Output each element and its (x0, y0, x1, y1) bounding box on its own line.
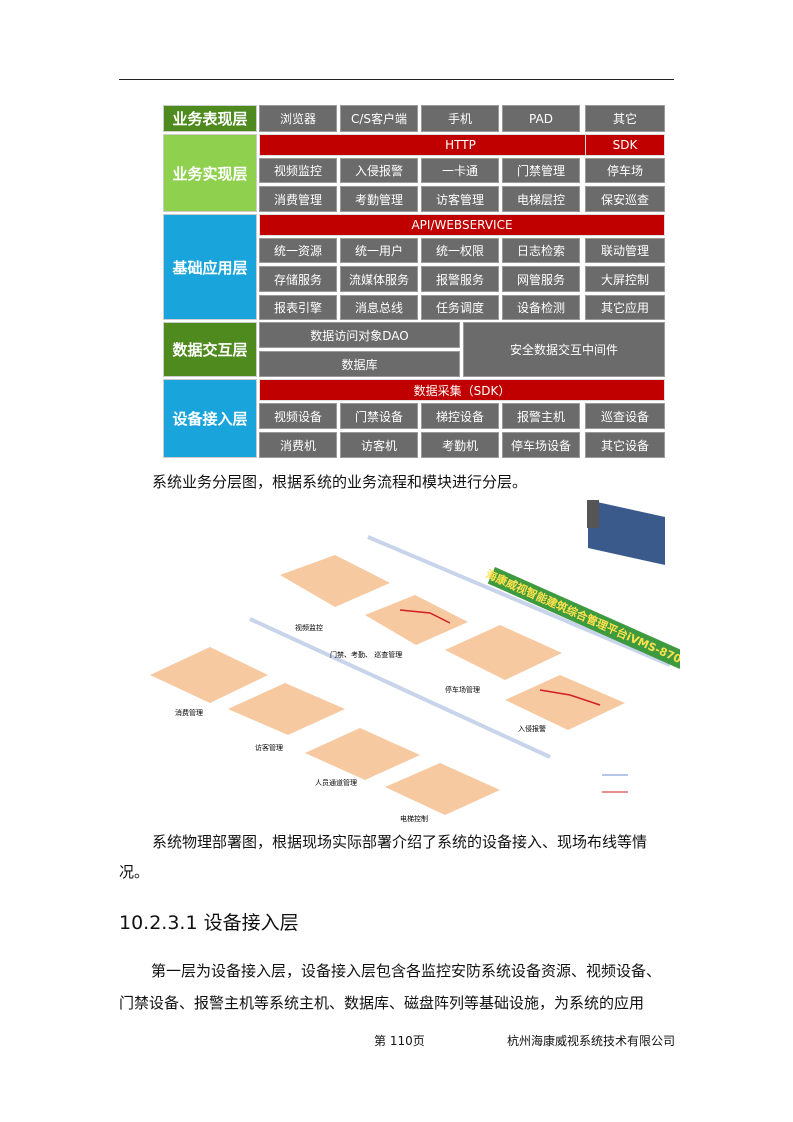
zone-elevator (385, 763, 500, 815)
zone-visitor (228, 683, 345, 735)
access-cell: 视频设备 (259, 403, 337, 429)
paragraph-line1: 第一层为设备接入层，设备接入层包含各监控安防系统设备资源、视频设备、 (151, 962, 662, 980)
foundation-cell: 任务调度 (421, 295, 499, 320)
access-cell: 消费机 (259, 432, 337, 458)
implementation-cell: 入侵报警 (340, 158, 418, 183)
presentation-cell: PAD (502, 105, 580, 132)
dao-cell: 数据访问对象DAO (259, 322, 460, 348)
foundation-cell: 设备检测 (502, 295, 580, 320)
zone-label: 消费管理 (175, 708, 203, 717)
implementation-cell: 电梯层控 (502, 186, 580, 212)
foundation-cell: 统一权限 (421, 238, 499, 263)
foundation-cell: 报警服务 (421, 266, 499, 292)
caption-deploy-line1: 系统物理部署图，根据现场实际部署介绍了系统的设备接入、现场布线等情 (152, 833, 648, 851)
presentation-cell: 其它 (585, 105, 665, 132)
implementation-cell: 门禁管理 (502, 158, 580, 183)
zone-label: 访客管理 (255, 743, 283, 752)
api-bar: API/WEBSERVICE (259, 214, 665, 236)
implementation-cell: 视频监控 (259, 158, 337, 183)
foundation-cell: 网管服务 (502, 266, 580, 292)
implementation-cell: 保安巡查 (585, 186, 665, 212)
access-cell: 梯控设备 (421, 403, 499, 429)
zone-label: 入侵报警 (518, 724, 546, 733)
foundation-cell: 报表引擎 (259, 295, 337, 320)
zone-label: 人员通道管理 (315, 778, 357, 787)
presentation-cell: 手机 (421, 105, 499, 132)
caption-deploy-line2: 况。 (119, 863, 150, 881)
footer-company: 杭州海康威视系统技术有限公司 (507, 1034, 676, 1048)
layer-label: 业务表现层 (163, 105, 257, 132)
zone-video (280, 555, 390, 607)
access-cell: 报警主机 (502, 403, 580, 429)
section-heading: 10.2.3.1 设备接入层 (119, 912, 299, 934)
layer-label: 设备接入层 (163, 379, 257, 458)
zone-label: 电梯控制 (400, 814, 428, 823)
caption-layers: 系统业务分层图，根据系统的业务流程和模块进行分层。 (152, 473, 528, 491)
presentation-cell: 浏览器 (259, 105, 337, 132)
deployment-diagram: 海康威视智能建筑综合管理平台iVMS-8700 视频监控 门禁、考勤、 巡查管理… (150, 500, 680, 823)
implementation-cell: 考勤管理 (340, 186, 418, 212)
foundation-cell: 统一资源 (259, 238, 337, 263)
platform-banner (487, 567, 680, 669)
server-rack-icon (587, 500, 599, 528)
layer-label: 业务实现层 (163, 134, 257, 212)
footer-page-number: 第 110页 (374, 1034, 425, 1048)
implementation-cell: 停车场 (585, 158, 665, 183)
layer-label: 基础应用层 (163, 214, 257, 320)
http-bar: HTTP (259, 134, 662, 156)
zone-gate (305, 728, 420, 780)
presentation-cell: C/S客户端 (340, 105, 418, 132)
foundation-cell: 流媒体服务 (340, 266, 418, 292)
foundation-cell: 日志检索 (502, 238, 580, 263)
network-backbone (249, 617, 551, 759)
layer-label: 数据交互层 (163, 322, 257, 377)
network-backbone (367, 535, 671, 667)
access-cell: 停车场设备 (502, 432, 580, 458)
access-cell: 访客机 (340, 432, 418, 458)
database-cell: 数据库 (259, 351, 460, 377)
middleware-cell: 安全数据交互中间件 (463, 322, 665, 377)
implementation-cell: 一卡通 (421, 158, 499, 183)
sdk-bar: SDK (585, 134, 665, 156)
layer-diagram: 业务表现层 业务实现层 基础应用层 数据交互层 设备接入层 浏览器 C/S客户端… (163, 105, 665, 458)
video-wall (588, 500, 665, 565)
paragraph-line2: 门禁设备、报警主机等系统主机、数据库、磁盘阵列等基础设施，为系统的应用 (119, 994, 645, 1012)
zone-label: 门禁、考勤、 巡查管理 (330, 650, 402, 659)
zone-parking (445, 625, 562, 680)
access-cell: 考勤机 (421, 432, 499, 458)
zone-intrusion (505, 675, 625, 730)
zone-consume (150, 647, 268, 703)
foundation-cell: 联动管理 (585, 238, 665, 263)
foundation-cell: 存储服务 (259, 266, 337, 292)
access-cell: 其它设备 (585, 432, 665, 458)
implementation-cell: 访客管理 (421, 186, 499, 212)
access-cell: 巡查设备 (585, 403, 665, 429)
access-cell: 门禁设备 (340, 403, 418, 429)
zone-label: 停车场管理 (445, 685, 480, 694)
zone-access (365, 595, 468, 645)
foundation-cell: 其它应用 (585, 295, 665, 320)
implementation-cell: 消费管理 (259, 186, 337, 212)
zone-label: 视频监控 (295, 623, 323, 632)
foundation-cell: 大屏控制 (585, 266, 665, 292)
header-rule (119, 79, 674, 80)
collect-bar: 数据采集（SDK） (259, 379, 665, 401)
foundation-cell: 消息总线 (340, 295, 418, 320)
foundation-cell: 统一用户 (340, 238, 418, 263)
